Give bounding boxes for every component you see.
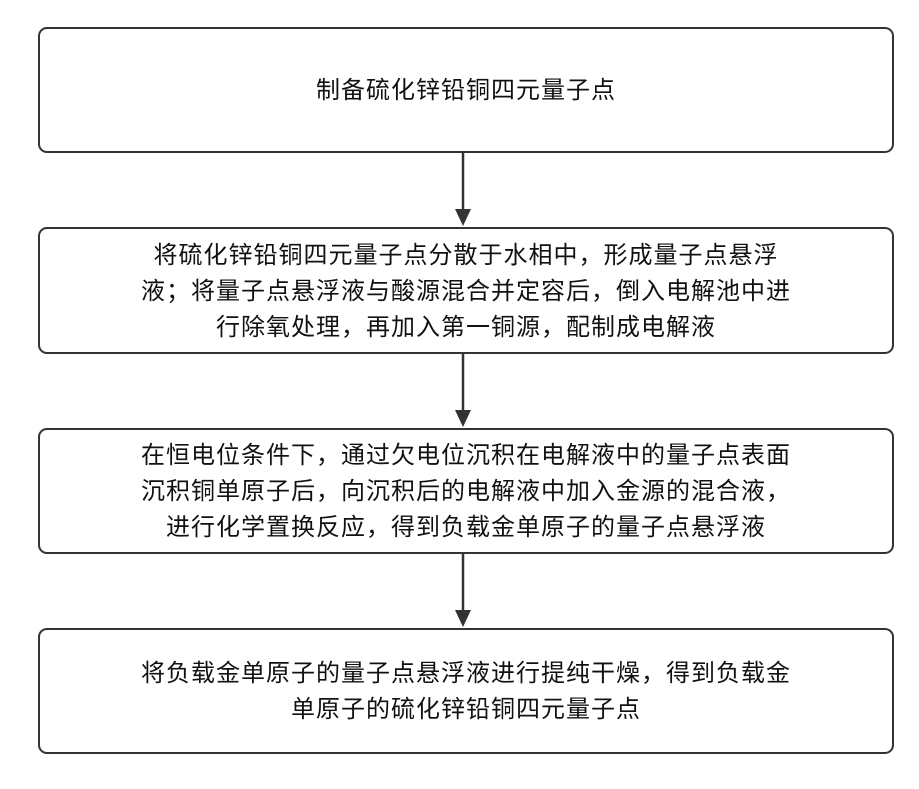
arrow-down-icon bbox=[455, 209, 471, 226]
arrow-3-to-4 bbox=[455, 554, 471, 627]
arrow-down-icon bbox=[455, 410, 471, 427]
arrow-2-to-3 bbox=[455, 354, 471, 427]
arrow-1-to-2 bbox=[455, 153, 471, 226]
arrow-down-icon bbox=[455, 610, 471, 627]
